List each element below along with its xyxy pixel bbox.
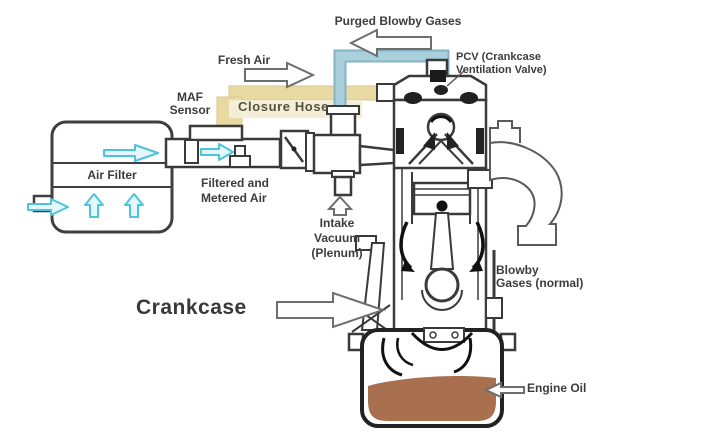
airflow-arrow-up-2 — [124, 193, 144, 218]
label-engine-oil: Engine Oil — [527, 381, 587, 395]
throttle-body — [279, 129, 310, 170]
plenum-inlet-connector — [305, 105, 396, 197]
label-filtered-metered-air: Filtered and Metered Air — [201, 176, 270, 205]
filtered-air-sensor — [229, 145, 251, 168]
label-blowby-gases: Blowby Gases (normal) — [496, 264, 583, 290]
airflow-arrow-inlet — [27, 198, 69, 216]
purged-gases-arrow — [348, 28, 432, 58]
label-closure-hose: Closure Hose — [238, 99, 330, 114]
engine-oil-fill — [368, 375, 496, 421]
label-fresh-air: Fresh Air — [217, 53, 271, 67]
label-pcv-line1: PCV (Crankcase — [456, 51, 541, 63]
pcv-pointer-line — [446, 70, 465, 87]
intake-manifold — [489, 120, 563, 246]
label-blowby-line2: Gases (normal) — [496, 276, 584, 290]
airflow-arrow-up-1 — [84, 193, 104, 218]
label-intake-vacuum: Intake Vacuum (Plenum) — [311, 216, 363, 260]
maf-sensor — [184, 124, 244, 164]
engine-oil-arrow — [483, 381, 525, 399]
airflow-arrow-duct — [200, 143, 234, 161]
airflow-arrows — [27, 143, 234, 218]
label-maf-sensor: MAF Sensor — [169, 90, 211, 117]
crankcase-arrow — [276, 291, 387, 329]
label-purged-blowby-gases: Purged Blowby Gases — [334, 14, 462, 28]
fresh-air-arrow — [244, 61, 316, 89]
label-pcv-line2: Ventilation Valve) — [456, 64, 547, 76]
label-crankcase: Crankcase — [136, 296, 247, 319]
label-pcv-valve: PCV (Crankcase Ventilation Valve) — [456, 51, 546, 77]
flow-label-arrows — [244, 28, 525, 399]
intake-vacuum-arrow — [326, 195, 354, 216]
airflow-arrow-filter-top — [103, 144, 159, 162]
engine-block — [351, 58, 493, 333]
label-blowby-line1: Blowby — [496, 263, 539, 277]
label-air-filter: Air Filter — [87, 168, 137, 182]
